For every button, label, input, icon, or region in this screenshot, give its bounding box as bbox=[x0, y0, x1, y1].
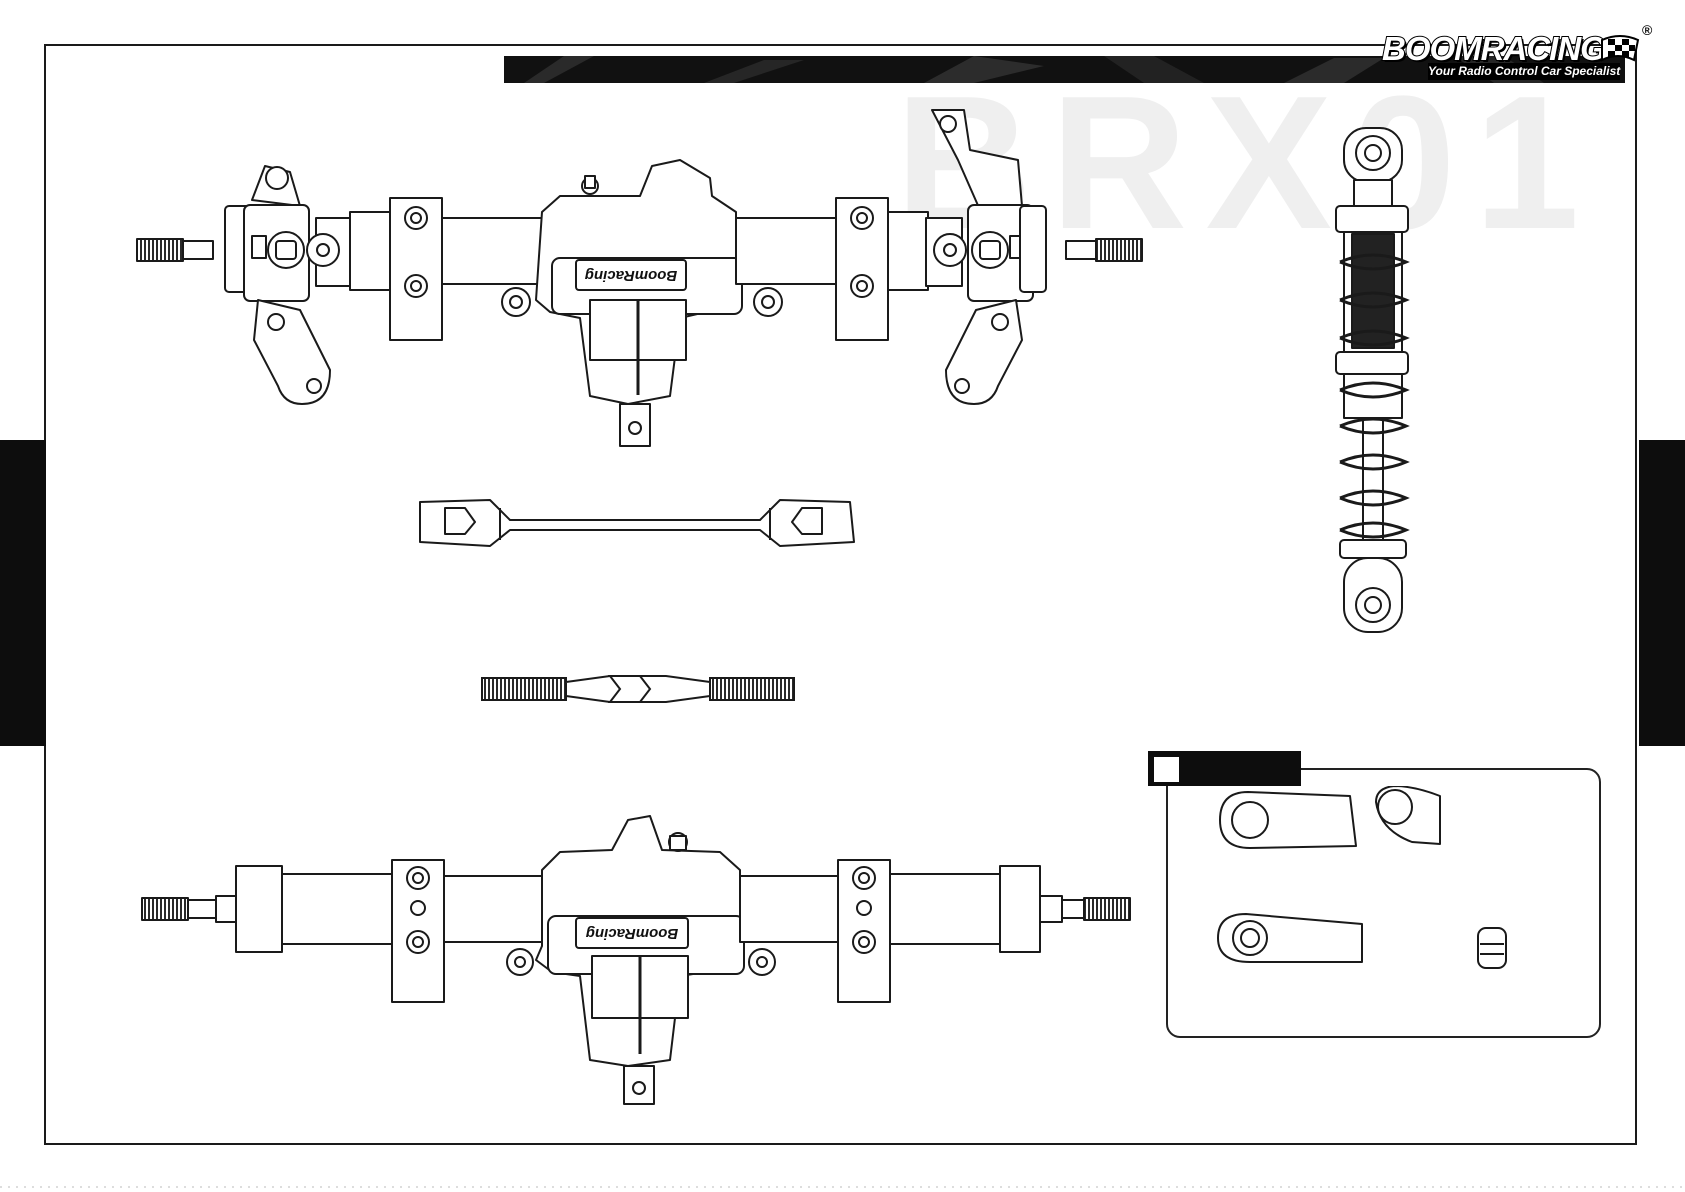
left-edge-tab bbox=[0, 440, 46, 746]
right-edge-tab bbox=[1639, 440, 1685, 746]
page-bottom-edge bbox=[0, 1185, 1685, 1192]
pivot-ball bbox=[1478, 928, 1506, 968]
rod-end-short bbox=[1218, 914, 1362, 962]
registered-mark: ® bbox=[1642, 22, 1652, 38]
rear-axle-assembly: BoomRacing bbox=[138, 812, 1134, 1108]
parts-callout-checkbox bbox=[1154, 757, 1179, 782]
shock-absorber bbox=[1330, 118, 1416, 638]
steering-link bbox=[415, 496, 855, 554]
brand-logo: BOOMRACING ® Your Radio Control Car Spec… bbox=[1378, 22, 1668, 88]
rod-end-long bbox=[1220, 792, 1356, 848]
checkered-flag-icon bbox=[1600, 34, 1640, 62]
front-axle-assembly: BoomRacing bbox=[130, 104, 1145, 454]
turnbuckle-link bbox=[478, 670, 798, 710]
rod-end-angled bbox=[1376, 786, 1440, 844]
front-axle-stamp: BoomRacing bbox=[585, 267, 678, 284]
parts-callout-header bbox=[1148, 751, 1301, 786]
parts-callout-items bbox=[1210, 786, 1560, 976]
logo-tagline: Your Radio Control Car Specialist bbox=[1428, 63, 1620, 80]
rear-axle-stamp: BoomRacing bbox=[586, 925, 679, 942]
